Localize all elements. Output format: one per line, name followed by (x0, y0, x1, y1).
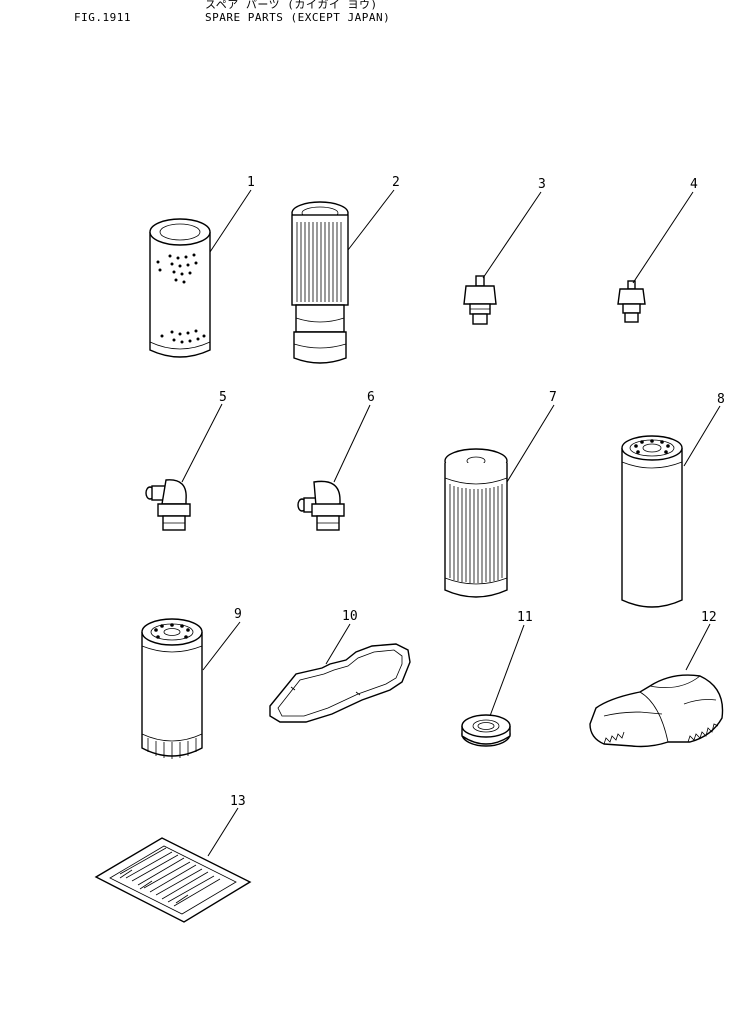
part-9-flutes (147, 738, 197, 759)
part-5-elbow-fitting[interactable]: 5 (145, 390, 227, 531)
part-4-grease-fitting[interactable]: 4 (617, 177, 698, 323)
part-13-label-sheet[interactable]: 13 (94, 794, 252, 923)
part-9-oil-filter[interactable]: 9 (141, 607, 242, 759)
part-6-elbow-fitting[interactable]: 6 (297, 390, 375, 531)
part-1-filter-element[interactable]: 1 (149, 175, 255, 358)
part-9-number: 9 (234, 607, 242, 622)
part-2-strainer[interactable]: 2 (291, 175, 400, 364)
part-5-number: 5 (219, 390, 227, 405)
part-9-holes (154, 623, 190, 639)
part-10-number: 10 (342, 609, 358, 624)
part-12-teeth (603, 723, 719, 745)
part-7-filter-cartridge[interactable]: 7 (444, 390, 557, 598)
part-11-number: 11 (517, 610, 533, 625)
part-13-text-lines (119, 847, 221, 907)
part-13-number: 13 (230, 794, 246, 809)
part-8-holes (634, 439, 670, 454)
part-6-number: 6 (367, 390, 375, 405)
page-title: SPARE PARTS (EXCEPT JAPAN) (205, 11, 391, 24)
part-11-seal[interactable]: 11 (461, 610, 533, 747)
part-10-gasket[interactable]: 10 (269, 609, 411, 723)
part-8-spin-on-filter[interactable]: 8 (621, 392, 725, 608)
part-7-number: 7 (549, 390, 557, 405)
part-12-belt[interactable]: 12 (589, 610, 724, 748)
part-8-number: 8 (717, 392, 725, 407)
part-2-pleats (296, 222, 342, 302)
part-3-grease-fitting[interactable]: 3 (463, 177, 546, 325)
part-1-number: 1 (247, 175, 255, 190)
part-2-number: 2 (392, 175, 400, 190)
part-7-pleats (449, 484, 503, 583)
part-3-number: 3 (538, 177, 546, 192)
part-12-number: 12 (701, 610, 717, 625)
title-kana: スペア パーツ (カイガイ ヨウ) (205, 0, 378, 11)
figure-number: FIG.1911 (74, 11, 131, 24)
page-header: FIG.1911 スペア パーツ (カイガイ ヨウ) SPARE PARTS (… (0, 0, 729, 30)
part-1-perforations (156, 253, 206, 344)
part-4-number: 4 (690, 177, 698, 192)
